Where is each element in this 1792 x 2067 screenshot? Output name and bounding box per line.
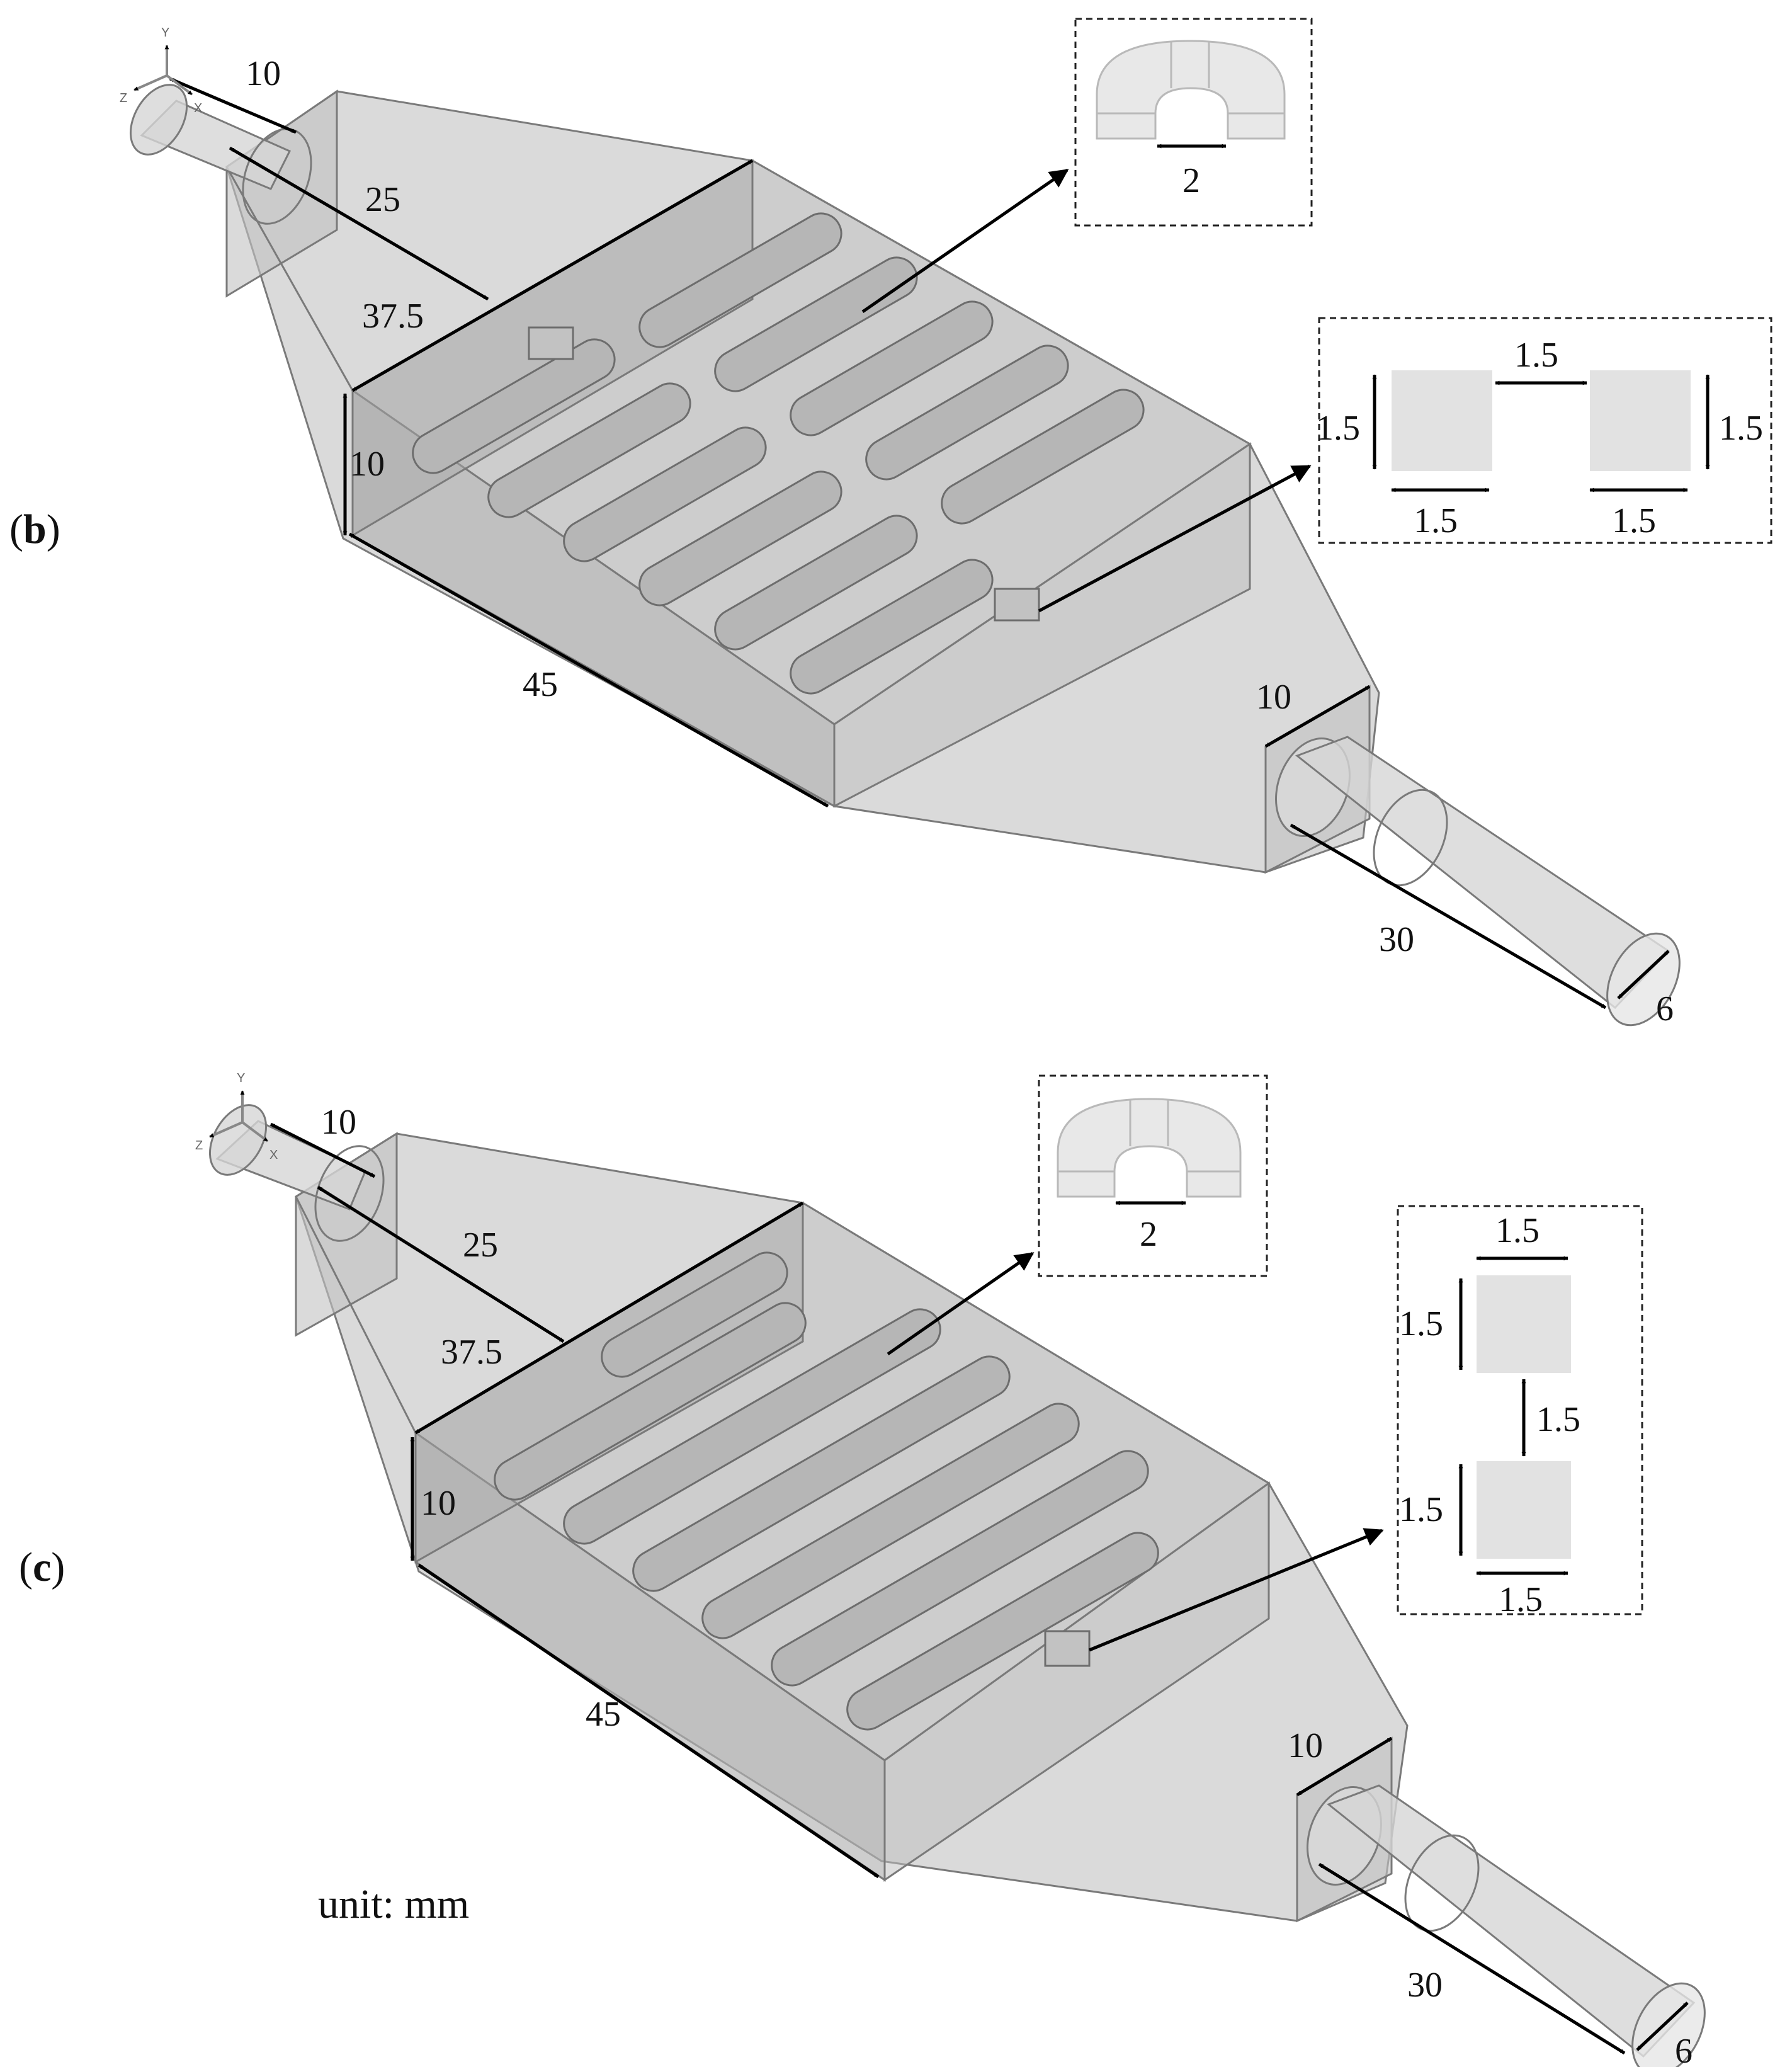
dim-line-inlet-c [269, 1122, 376, 1178]
unit-label: unit: mm [318, 1881, 469, 1927]
outlet-tube-c [1307, 1784, 1706, 2067]
panel-b: 10 25 37.5 10 45 10 30 6 2 [9, 18, 1772, 1028]
dim-line-outlet-length-c [1318, 1862, 1626, 2055]
panel-label-c: (c) [19, 1544, 65, 1590]
chamber-right-face-b [833, 442, 1251, 808]
dim-line-outlet-diameter-c [1636, 2002, 1689, 2051]
axis-y-label-c: Y [237, 1071, 245, 1085]
section-mid-gap-c: 1.5 [1536, 1400, 1580, 1439]
section-top-width-c: 1.5 [1495, 1211, 1540, 1250]
dim-label-chamber-length-c: 45 [586, 1695, 621, 1734]
dim-label-outlet-length-b: 30 [1379, 920, 1414, 959]
axis-x-label-b: X [194, 101, 202, 115]
dim-line-chamber-length-c [417, 1563, 880, 1879]
dimension-arrows-c [269, 1122, 1689, 2055]
channel-square-bottom-c [1477, 1461, 1571, 1559]
section-top-height-c: 1.5 [1399, 1304, 1443, 1343]
channel-square-top-c [1477, 1275, 1571, 1373]
dim-line-chamber-length-b [348, 532, 829, 808]
inset-bend-frame-b [1074, 18, 1313, 227]
dim-label-inlet-to-chamber-c: 25 [463, 1226, 498, 1265]
axis-triad-b: Y Z X [120, 26, 202, 115]
outlet-tube-b [1275, 736, 1681, 1027]
dim-label-outlet-section-c: 10 [1288, 1726, 1323, 1765]
panel-c: 10 25 37.5 10 45 10 30 6 2 [19, 1071, 1706, 2067]
dim-line-chamber-width-b [351, 159, 754, 392]
section-top-gap-b: 1.5 [1514, 336, 1558, 375]
bend-profile-b [1096, 40, 1286, 140]
dim-label-chamber-width-c: 37.5 [441, 1333, 502, 1372]
leader-to-bend-inset-b [861, 168, 1069, 314]
axis-x-label-c: X [269, 1148, 278, 1162]
leader-to-section-inset-b [1038, 464, 1312, 613]
dimension-arrows-b [169, 77, 1670, 1010]
inset-section-b: 1.5 1.5 1.5 1.5 1.5 [1316, 317, 1772, 544]
axis-y-label-b: Y [161, 26, 169, 40]
inset-section-frame-c [1397, 1205, 1643, 1615]
axis-z-label-b: Z [120, 91, 127, 105]
inset-bend-c: 2 [1038, 1074, 1268, 1277]
inset-bend-b: 2 [1074, 18, 1313, 227]
dim-label-height-c: 10 [421, 1484, 456, 1523]
inset-section-frame-b [1318, 317, 1772, 544]
channel-square-left-b [1392, 370, 1492, 471]
bend-profile-c [1057, 1098, 1242, 1198]
axis-z-label-c: Z [195, 1139, 203, 1153]
section-bottom-height-c: 1.5 [1399, 1490, 1443, 1529]
dim-line-inlet-b [169, 77, 297, 134]
section-bottom-width-c: 1.5 [1499, 1580, 1543, 1619]
dim-line-outlet-section-c [1296, 1736, 1393, 1797]
dim-line-outlet-section-b [1264, 685, 1371, 748]
channel-square-right-b [1590, 370, 1691, 471]
leader-to-section-inset-c [1089, 1528, 1384, 1652]
dim-label-inlet-to-chamber-b: 25 [365, 180, 400, 219]
dim-label-outlet-diameter-c: 6 [1675, 2032, 1693, 2067]
axis-triad-c: Y Z X [195, 1071, 278, 1162]
dim-line-chamber-width-c [414, 1201, 804, 1435]
dim-label-chamber-length-b: 45 [523, 665, 558, 704]
dim-label-inlet-c: 10 [321, 1103, 356, 1142]
dim-label-outlet-section-b: 10 [1256, 678, 1291, 717]
bend-gap-label-b: 2 [1182, 161, 1200, 200]
dim-label-chamber-width-b: 37.5 [362, 297, 424, 336]
section-left-height-b: 1.5 [1316, 409, 1360, 448]
bend-gap-label-c: 2 [1140, 1215, 1157, 1254]
dim-label-outlet-diameter-b: 6 [1656, 989, 1674, 1028]
section-left-width-b: 1.5 [1414, 501, 1458, 540]
dim-label-outlet-length-c: 30 [1407, 1966, 1443, 2005]
section-right-height-b: 1.5 [1719, 409, 1763, 448]
dim-label-height-b: 10 [349, 445, 385, 484]
dim-label-inlet-b: 10 [246, 54, 281, 93]
panel-label-b: (b) [9, 506, 60, 552]
dim-line-outlet-diameter-b [1617, 950, 1670, 999]
leader-to-bend-inset-c [887, 1251, 1035, 1356]
section-right-width-b: 1.5 [1612, 501, 1656, 540]
dim-line-outlet-length-b [1290, 823, 1607, 1010]
inset-section-c: 1.5 1.5 1.5 1.5 1.5 [1397, 1205, 1643, 1619]
